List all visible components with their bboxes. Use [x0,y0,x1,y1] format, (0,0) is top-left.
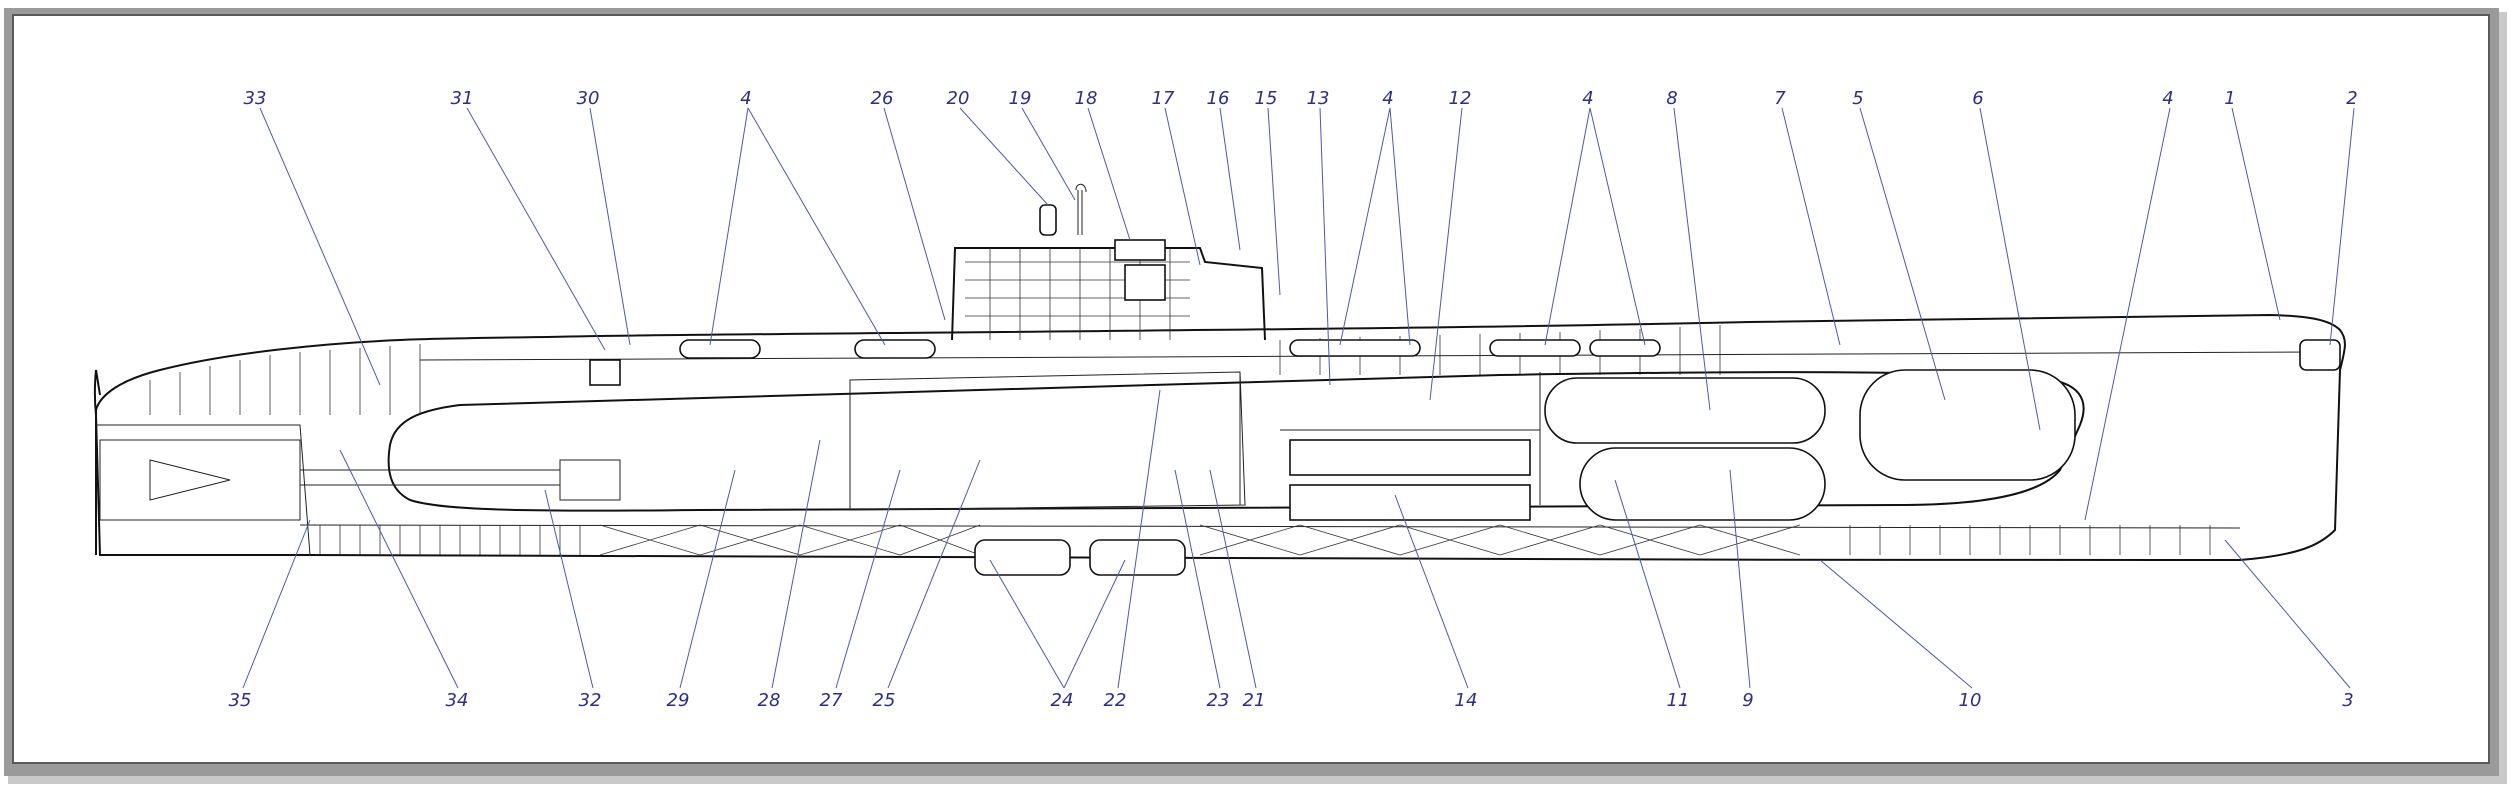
callout-number: 18 [1075,88,1098,109]
callout-number: 1 [2224,88,2235,109]
callout-number: 8 [1666,88,1677,109]
callout-number: 12 [1449,88,1472,109]
callouts-bottom: 35 34 32 29 28 27 25 24 22 23 21 14 11 9 10 3 [229,690,2354,711]
keel-structure [299,524,2241,556]
sail [951,183,1266,341]
leader-lines [242,107,2355,689]
callout-number: 11 [1667,690,1690,711]
hull-outline [93,313,2346,562]
callout-number: 13 [1307,88,1330,109]
stern-machinery [99,439,621,521]
callout-number: 4 [1582,88,1593,109]
callout-number: 4 [740,88,751,109]
callout-number: 19 [1009,88,1032,109]
callout-number: 4 [2162,88,2173,109]
callout-number: 4 [1382,88,1393,109]
deck-equipment [589,339,2341,386]
drawing-canvas [12,14,2490,764]
callout-number: 26 [871,88,894,109]
pressure-hull [387,371,2085,512]
callout-number: 29 [667,690,690,711]
callout-number: 16 [1207,88,1230,109]
callout-number: 33 [244,88,267,109]
callout-number: 3 [2342,690,2353,711]
callout-number: 23 [1207,690,1230,711]
callout-number: 17 [1152,88,1175,109]
callout-number: 30 [577,88,600,109]
callout-number: 9 [1742,690,1753,711]
callout-number: 31 [451,88,474,109]
callout-number: 14 [1455,690,1478,711]
callout-number: 15 [1255,88,1278,109]
callout-number: 24 [1051,690,1074,711]
callout-number: 21 [1243,690,1266,711]
callout-number: 27 [820,690,843,711]
callout-number: 20 [947,88,970,109]
callout-number: 2 [2346,88,2357,109]
tanks [974,369,2076,576]
callout-number: 25 [873,690,896,711]
callout-number: 7 [1774,88,1786,109]
callout-number: 28 [758,690,781,711]
frame-shadow-right [2499,12,2507,782]
callout-number: 6 [1972,88,1983,109]
callout-number: 32 [579,690,602,711]
callout-number: 10 [1959,690,1982,711]
frame-shadow-bottom [8,776,2507,784]
callout-number: 5 [1852,88,1863,109]
callout-number: 35 [229,690,252,711]
callout-number: 22 [1104,690,1127,711]
callout-number: 34 [446,690,469,711]
